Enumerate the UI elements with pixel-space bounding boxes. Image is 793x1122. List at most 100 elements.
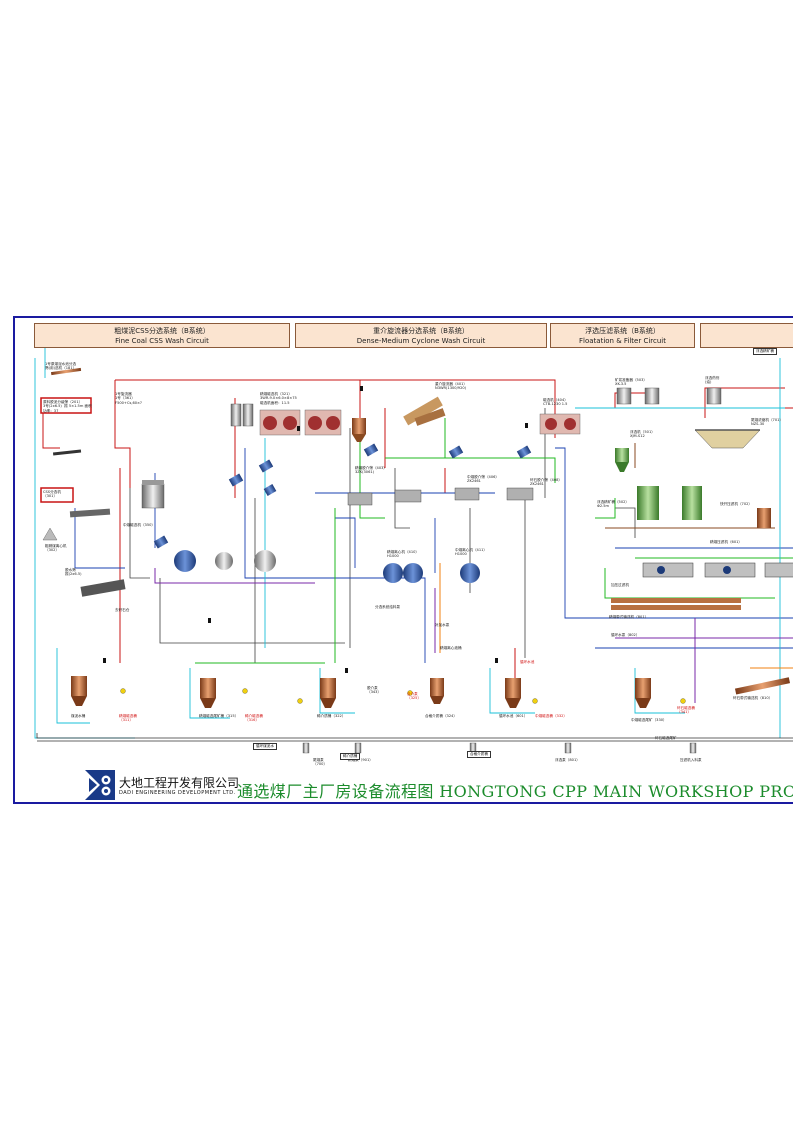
label-middlings-dm-screen-406: 中煤脱介筛（406） ZK2461	[467, 475, 500, 484]
magnetic-separators-top	[259, 409, 342, 436]
label-dewatering-screen: 脱水筛 振(2x6.5)	[65, 568, 82, 577]
tag-dilute-medium: 稀介质桶	[340, 753, 361, 760]
label-demedium-pump-343: 脱介泵 （343）	[367, 686, 382, 695]
feed-belt-101	[51, 367, 82, 376]
flowsheet-frame: 粗煤泥CSS分选系统（B系统） Fine Coal CSS Wash Circu…	[13, 316, 793, 804]
label-slurry-preparer-503: 矿浆准备器（503） XK-3.5	[615, 378, 648, 387]
label-coarse-centrifuge: 粗精煤离心机 （302）	[45, 544, 67, 553]
red-label-refuse-mag-341: 矸石磁选桶 （341）	[677, 706, 695, 715]
label-refuse-belt-810: 矸石带式输送机（810）	[733, 696, 773, 700]
pipe-network-dark	[129, 408, 636, 663]
centrifuges-middle	[383, 563, 480, 583]
header-dense-medium-zh: 重介旋流器分选系统（B系统）	[373, 327, 469, 335]
red-label-middlings-mag-332: 中煤磁选桶（332）	[535, 714, 568, 718]
label-middlings-centrifuge-411: 中煤离心机（411） H1000	[455, 548, 488, 557]
label-refuse-dm-screen-408: 矸石脱介筛（408） ZK2461	[530, 478, 563, 487]
label-slurry-sump: 煤泥水桶	[71, 714, 86, 718]
label-desliming-screen-201: 原料脱泥分级筛（201） 3号(2x6.5) 振 5×1.5m 面积 功率：37	[43, 400, 92, 413]
pipe-network-cyan	[34, 348, 785, 739]
red-label-dilute-mag-316: 稀介磁选桶 （316）	[245, 714, 263, 723]
header-dense-medium-en: Dense-Medium Cyclone Wash Circuit	[356, 337, 486, 345]
label-clean-belt-801: 精煤带式输送机（801）	[609, 615, 649, 619]
dm-cyclone-mixer	[403, 396, 446, 426]
label-filter-feed-pump: 压滤机入料泵	[680, 758, 702, 762]
sump-tank-3	[320, 678, 336, 708]
right-edge-tank	[757, 508, 771, 528]
label-dm-cyclone-401: 重介旋流器（401） N3WR(1300/920)	[435, 382, 468, 391]
company-logo	[85, 770, 115, 800]
label-froth-tank-502: 浮选精矿桶（502） Φ2.5m	[597, 500, 630, 509]
thickener-701	[694, 429, 761, 449]
label-thickener-701: 尾煤浓缩机（701） NZS-30	[751, 418, 784, 427]
css-separator-drum	[141, 480, 165, 509]
pipe-network-green	[195, 418, 793, 664]
filter-presses	[642, 562, 793, 578]
label-quick-filter-702: 快开压滤机（702）	[720, 502, 753, 506]
process-flow-diagram	[34, 348, 793, 754]
dm-cyclone-tank	[352, 418, 366, 442]
header-fine-coal-css: 粗煤泥CSS分选系统（B系统） Fine Coal CSS Wash Circu…	[34, 323, 290, 348]
label-clean-filter-601: 精煤压滤机（601）	[710, 540, 743, 544]
dewatering-screen-left	[52, 449, 111, 518]
bottom-pumps	[302, 742, 697, 754]
label-clean-centrifuge-410: 精煤离心机（410） H1000	[387, 550, 420, 559]
pipe-network-orange	[439, 563, 793, 669]
header-fine-coal-css-en: Fine Coal CSS Wash Circuit	[115, 337, 209, 345]
label-feed-pump-101: 1号原煤泥水池分选 筛(用)选机（181）	[45, 362, 77, 371]
sump-tank-6	[635, 678, 651, 708]
label-magsep-404: 磁选机（404） CTB-1230 1.5	[543, 398, 568, 407]
flotation-reagent-tanks	[616, 387, 722, 405]
label-flotation-501: 浮选机（501） XJM-S12	[630, 430, 655, 439]
flotation-columns	[637, 486, 702, 520]
sieve-bend-201	[40, 397, 92, 414]
magnetic-separator-right	[539, 413, 581, 435]
company-name-en: DADI ENGINEERING DEVELOPMENT LTD.	[119, 790, 236, 796]
red-label-circ-water: 循环水池	[520, 660, 535, 664]
label-circ-water-pump-802: 循环水泵（802）	[611, 633, 640, 637]
header-flotation-filter: 浮选压滤系统（B系统） Floatation & Filter Circuit	[550, 323, 695, 348]
valve-markers	[103, 386, 528, 673]
label-tailings-pump-700: 尾煤泵 （700）	[313, 758, 328, 767]
label-clean-mag-tailings-315: 精煤磁选尾矿桶（315）	[199, 714, 239, 718]
label-refuse-mag-tailings: 矸石磁选尾矿	[655, 736, 677, 740]
label-clean-dm-screen-403: 精煤脱介筛（403） 3ZK(3061)	[355, 466, 388, 475]
pipe-network-purple	[154, 568, 793, 703]
label-clean-magsep-321: 精煤磁选机（321） 3WR-9.0×6.0×8×75 磁选机面积：11.5	[260, 392, 297, 405]
slurry-preparer-cone	[615, 448, 629, 472]
label-css-301: CSS分选机 （301）	[43, 490, 61, 499]
label-to-refuse-bin: 去矸石仓	[115, 608, 130, 612]
label-reagent: 浮选药剂 (油)	[705, 376, 720, 385]
label-feed-pump: 分选系统给料泵	[375, 605, 401, 609]
sump-tanks	[71, 676, 651, 708]
red-label-medium-pump-325: 合介泵 （325）	[407, 692, 422, 701]
tag-correct-medium: 合格介质桶	[467, 751, 491, 758]
label-circulating-water-601: 循环水池（601）	[499, 714, 528, 718]
vibrating-screen-2	[80, 579, 126, 597]
header-flotation-filter-en: Floatation & Filter Circuit	[579, 337, 666, 345]
css-box-301	[40, 487, 74, 503]
filter-belt	[611, 598, 741, 610]
desliming-screens-dm	[347, 487, 534, 506]
header-flotation-filter-zh: 浮选压滤系统（B系统）	[585, 327, 660, 335]
yellow-sensors	[120, 688, 686, 704]
tag-circulating-slurry: 循环煤泥水	[253, 743, 277, 750]
cone-pile-icon	[42, 527, 58, 541]
classifying-cyclone-pair	[230, 403, 254, 427]
label-dilute-medium-322: 稀介质桶（322）	[317, 714, 346, 718]
drawing-title: 通选煤厂主厂房设备流程图 HONGTONG CPP MAIN WORKSHOP …	[237, 782, 793, 801]
header-fine-coal-css-zh: 粗煤泥CSS分选系统（B系统）	[114, 327, 210, 335]
label-flotation-pump-801: 浮选泵（801）	[555, 758, 580, 762]
pipe-network-brown	[605, 443, 775, 529]
tag-froth-tank: 浮选精矿桶	[753, 348, 777, 355]
desliming-screens	[153, 443, 532, 549]
red-label-clean-mag-311: 精煤磁选桶 （311）	[119, 714, 137, 723]
label-clean-pump-901: 精煤泵（901）	[348, 758, 373, 762]
sump-tank-1	[71, 676, 87, 706]
header-tailings-partial	[700, 323, 793, 348]
sump-tank-5	[505, 678, 521, 708]
product-belt-conveyor	[734, 677, 791, 695]
label-clean-centrate-sump: 精煤离心液桶	[440, 646, 462, 650]
label-pressure-filter: 加压过滤机	[611, 583, 629, 587]
label-makeup-water-pump: 补加水泵	[435, 623, 450, 627]
header-dense-medium: 重介旋流器分选系统（B系统） Dense-Medium Cyclone Wash…	[295, 323, 547, 348]
